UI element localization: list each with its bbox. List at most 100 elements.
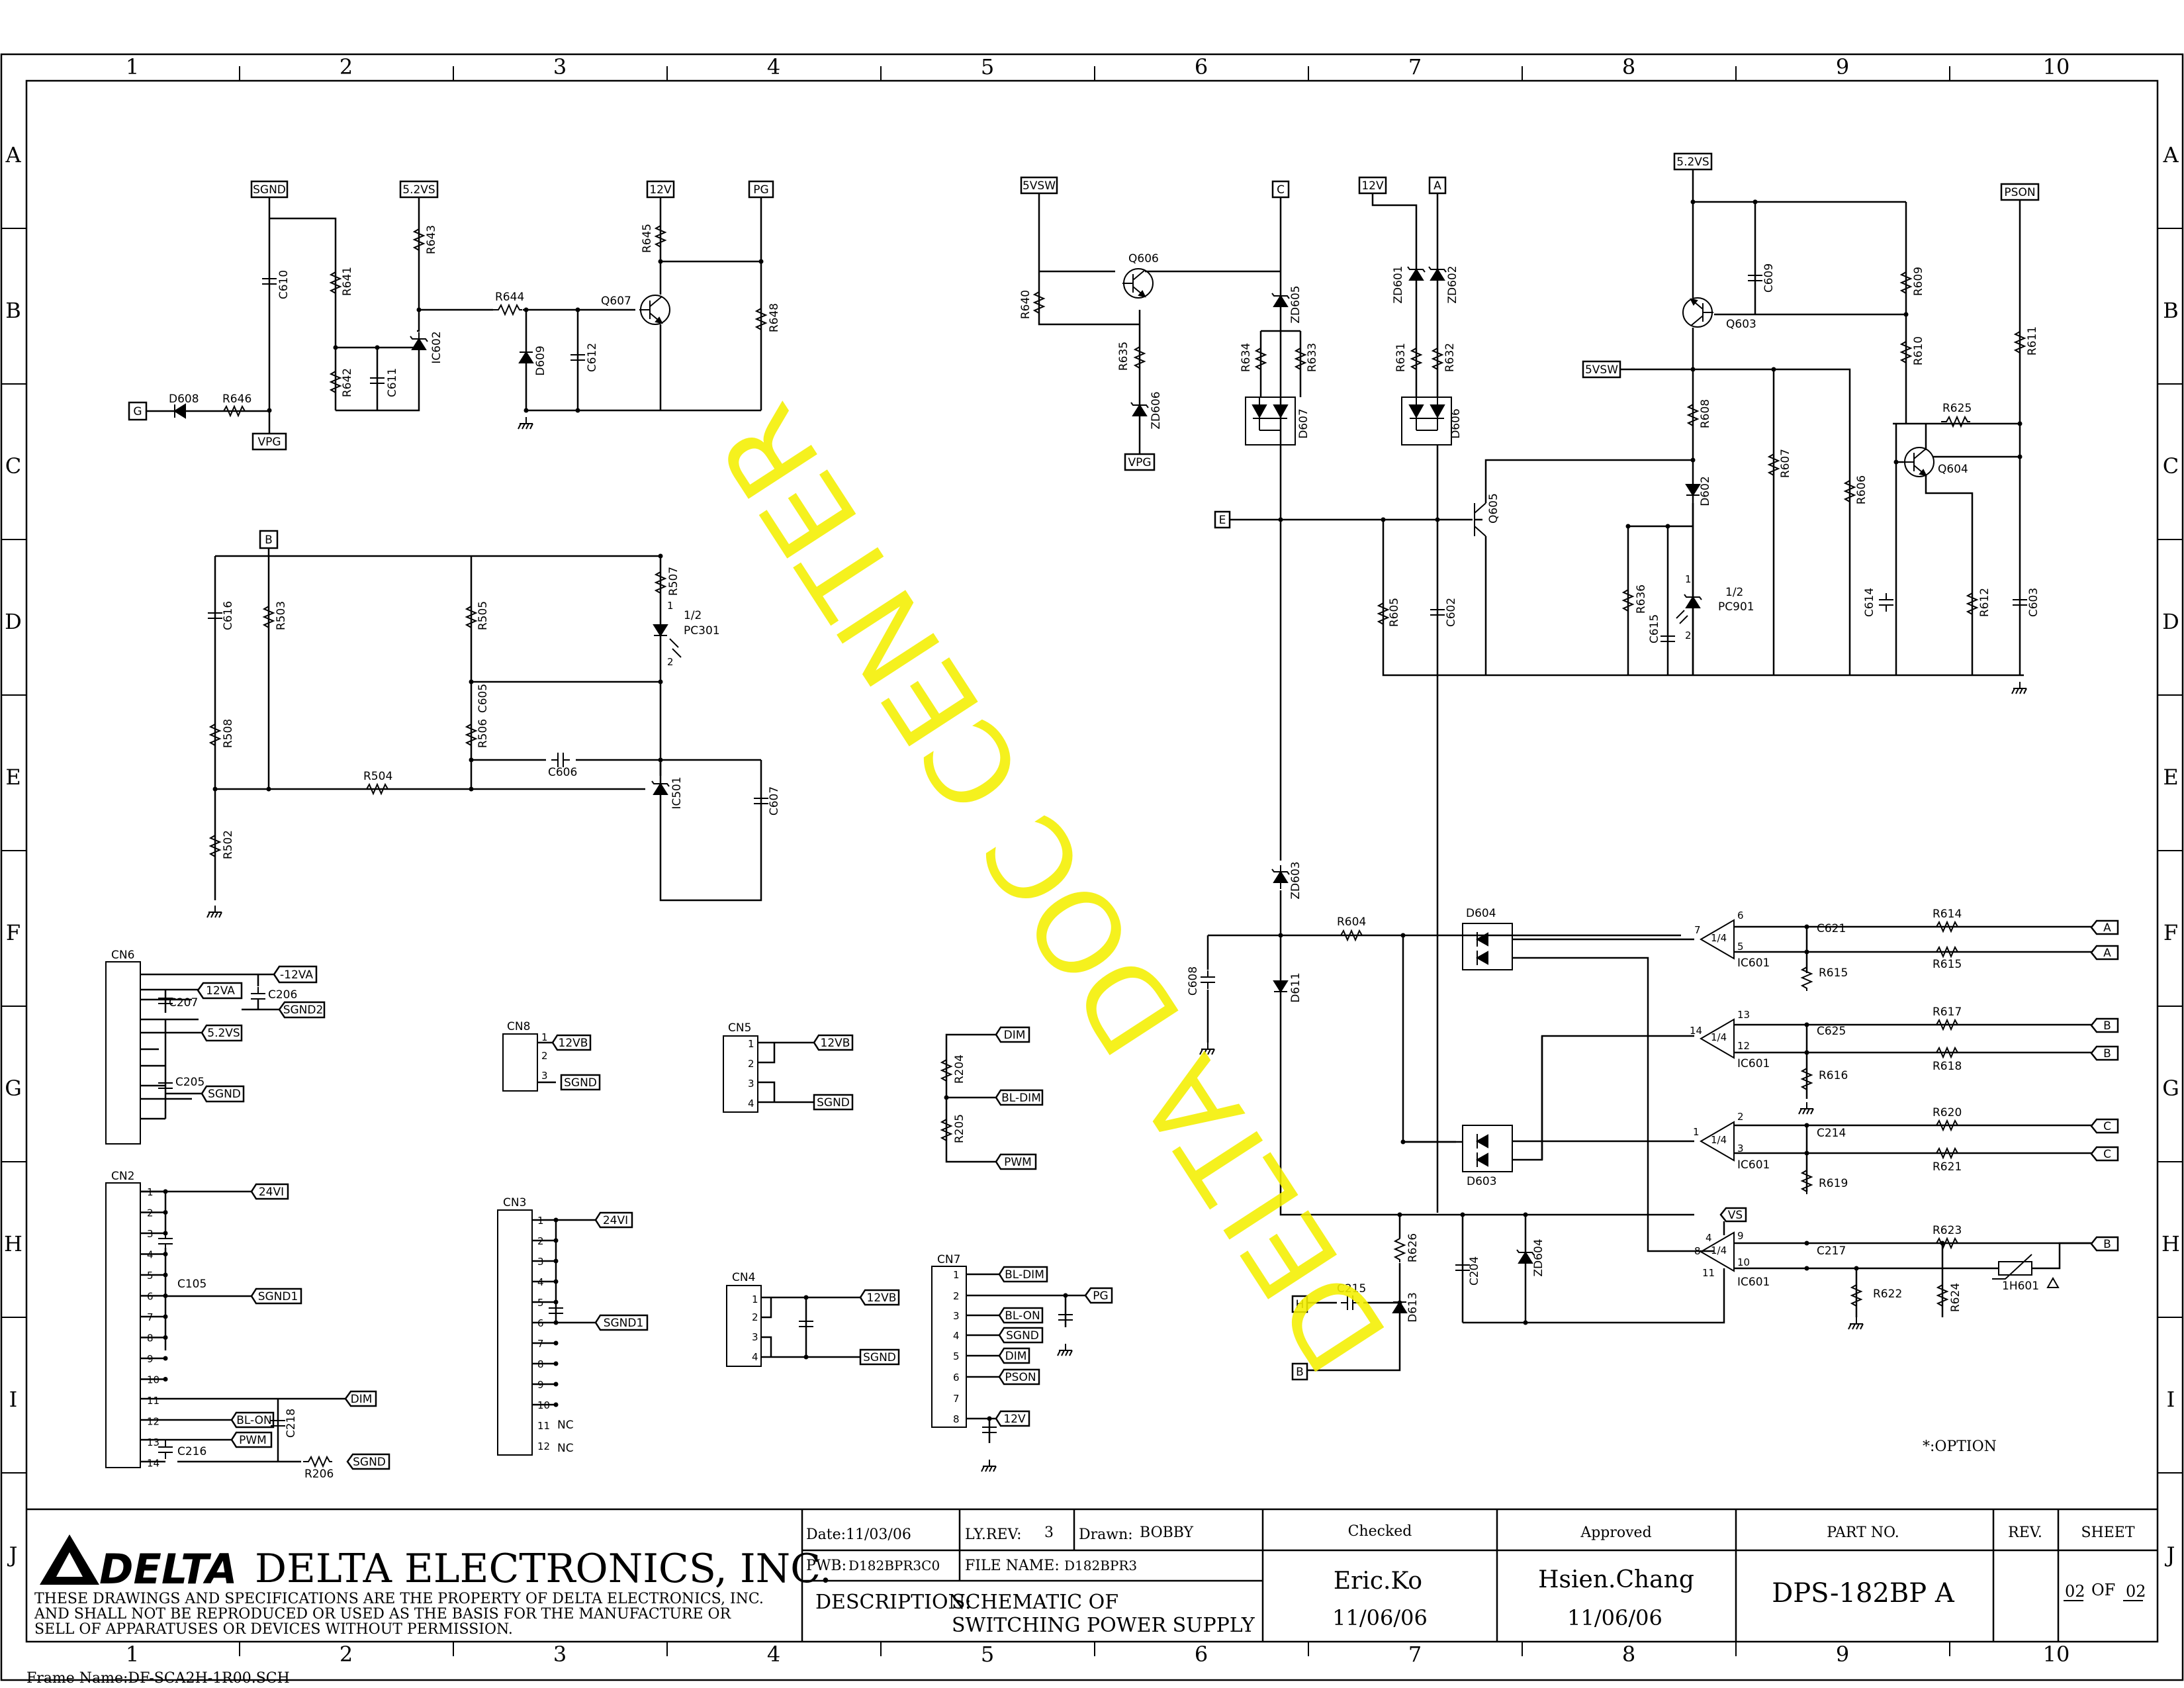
company-name: DELTA ELECTRONICS, INC. xyxy=(255,1546,832,1592)
tb-description-1: SCHEMATIC OF xyxy=(952,1591,1118,1614)
row-label: E xyxy=(5,765,21,790)
option-note: *:OPTION xyxy=(1923,1438,1997,1455)
logo-text: DELTA xyxy=(99,1545,238,1593)
disclaimer-1: THESE DRAWINGS AND SPECIFICATIONS ARE TH… xyxy=(34,1591,764,1607)
cn4-pin2: 2 xyxy=(752,1311,758,1323)
col-label: 2 xyxy=(340,1642,353,1667)
cn3-junction xyxy=(553,1402,559,1407)
col-label: 5 xyxy=(981,1642,994,1667)
net-bl-on-cn7: BL-ON xyxy=(1005,1309,1040,1323)
net-sgnd-cn7: SGND xyxy=(1006,1329,1039,1342)
zd605-label: ZD605 xyxy=(1289,285,1302,323)
net-b-ntc: B xyxy=(2103,1238,2111,1251)
cn6-label: CN6 xyxy=(111,949,134,962)
ic601c-pin2: 2 xyxy=(1737,1111,1744,1123)
r635-label: R635 xyxy=(1117,342,1130,371)
r504-label: R504 xyxy=(363,770,392,783)
col-label: 10 xyxy=(2043,1642,2070,1667)
c207-label: C218 xyxy=(285,1409,298,1438)
r205-label: R205 xyxy=(953,1114,966,1143)
c605-label: C621 xyxy=(1817,922,1846,935)
net-12v: 12V xyxy=(649,183,672,197)
q607-label: Q607 xyxy=(601,295,631,308)
circuit-pson: 5.2VS C609 R609 R610 Q603 5VSW R608 R607… xyxy=(1474,152,2040,694)
net-sgnd: SGND xyxy=(253,183,286,197)
r634-label: R634 xyxy=(1240,343,1253,372)
connector-cn8: CN8 1 2 3 12VB SGND xyxy=(502,1020,601,1092)
r626-label: R626 xyxy=(1406,1233,1420,1262)
net-dim-div: DIM xyxy=(1004,1029,1026,1042)
row-label: C xyxy=(5,453,21,479)
tb-description-2: SWITCHING POWER SUPPLY xyxy=(952,1614,1255,1637)
d613-label: D613 xyxy=(1406,1292,1420,1323)
ic601d-pin9: 9 xyxy=(1737,1230,1744,1242)
connector-cn4: CN4 1 2 3 4 12VB SGND xyxy=(726,1271,900,1367)
net-dim: DIM xyxy=(351,1393,373,1406)
cn3-junction xyxy=(553,1361,559,1366)
col-label: 10 xyxy=(2043,54,2070,79)
d611-label: D611 xyxy=(1289,972,1302,1003)
watermark: DELTA DOC CENTER xyxy=(694,383,1413,1393)
ic601d-pin10: 10 xyxy=(1737,1256,1750,1268)
net-b: B xyxy=(265,534,273,547)
tb-checked-date: 11/06/06 xyxy=(1332,1605,1428,1630)
d602-label: D602 xyxy=(1699,476,1712,506)
r648-label: R648 xyxy=(768,303,781,332)
net-bl-dim-cn7: BL-DIM xyxy=(1005,1268,1044,1282)
cn2-junction xyxy=(163,1377,168,1382)
ic601a-pin6: 6 xyxy=(1737,910,1744,921)
c625-label: C204 xyxy=(1468,1256,1481,1286)
net-a-prime: A xyxy=(2103,921,2111,935)
ic602-label: IC602 xyxy=(430,331,443,363)
ic601b-pin13: 13 xyxy=(1737,1009,1750,1021)
connector-cn6: CN6 C207 12VA -12VA C206 SGND2 5.2VS C20… xyxy=(105,949,326,1145)
net-sgnd-cn8: SGND xyxy=(564,1076,597,1090)
d606-label: D606 xyxy=(1449,408,1463,439)
cn2-junction xyxy=(163,1356,168,1361)
pc301-pin1: 1 xyxy=(667,600,674,612)
col-label: 8 xyxy=(1622,1642,1635,1667)
net-g: G xyxy=(133,405,142,418)
row-label: D xyxy=(2162,609,2179,634)
tb-sheet-of: OF xyxy=(2091,1581,2115,1599)
cn3-pin-number: 11 xyxy=(537,1420,550,1432)
col-label: 1 xyxy=(126,1642,139,1667)
r204-label: R204 xyxy=(953,1055,966,1084)
row-label: A xyxy=(2162,142,2179,167)
cn8-label: CN8 xyxy=(507,1020,530,1033)
ic601c-label: IC601 xyxy=(1737,1158,1770,1172)
r644-label: R644 xyxy=(495,291,524,304)
col-label: 9 xyxy=(1836,54,1849,79)
net-12v-2: 12V xyxy=(1361,179,1384,193)
cn3-junction xyxy=(553,1382,559,1387)
net-vs: VS xyxy=(1728,1209,1743,1222)
r624-label: R624 xyxy=(1949,1283,1962,1312)
d609-label: D609 xyxy=(534,346,547,376)
net-b-prime: B xyxy=(2103,1019,2111,1033)
r646-label: R646 xyxy=(222,393,251,406)
net-a: A xyxy=(1433,179,1441,193)
col-label: 9 xyxy=(1836,1642,1849,1667)
c621-label: C215 xyxy=(1337,1282,1366,1295)
cn2-pin-number: 12 xyxy=(147,1416,159,1428)
ic601b-label: IC601 xyxy=(1737,1057,1770,1070)
row-label: I xyxy=(2167,1387,2175,1412)
r632-label: R632 xyxy=(1443,343,1457,372)
circuit-feedback: B C616 R503 R505 R508 R502 R506 C605 C60… xyxy=(206,530,781,918)
c609-label: C609 xyxy=(1762,263,1776,293)
r622-label: R622 xyxy=(1873,1288,1902,1301)
row-label: B xyxy=(2163,298,2179,323)
col-label: 6 xyxy=(1195,1642,1208,1667)
circuit-protection: ZD603 C608 R604 D611 D604 D603 1/4 7 6 5… xyxy=(1187,861,2119,1381)
net-dim-cn7: DIM xyxy=(1005,1350,1027,1363)
tb-sheet-total: 02 xyxy=(2126,1582,2146,1601)
r615-label: R615 xyxy=(1933,958,1962,971)
pc901-fraction: 1/2 xyxy=(1725,586,1743,599)
title-block: DELTA DELTA ELECTRONICS, INC. THESE DRAW… xyxy=(34,1509,2158,1642)
r631-label: R631 xyxy=(1394,343,1408,372)
cn5-pin2: 2 xyxy=(748,1058,754,1070)
ic601d-pin11: 11 xyxy=(1702,1267,1715,1279)
r620-label: R620 xyxy=(1933,1106,1962,1119)
c614-label: C614 xyxy=(1863,588,1876,617)
ic601c-pin3: 3 xyxy=(1737,1143,1744,1154)
